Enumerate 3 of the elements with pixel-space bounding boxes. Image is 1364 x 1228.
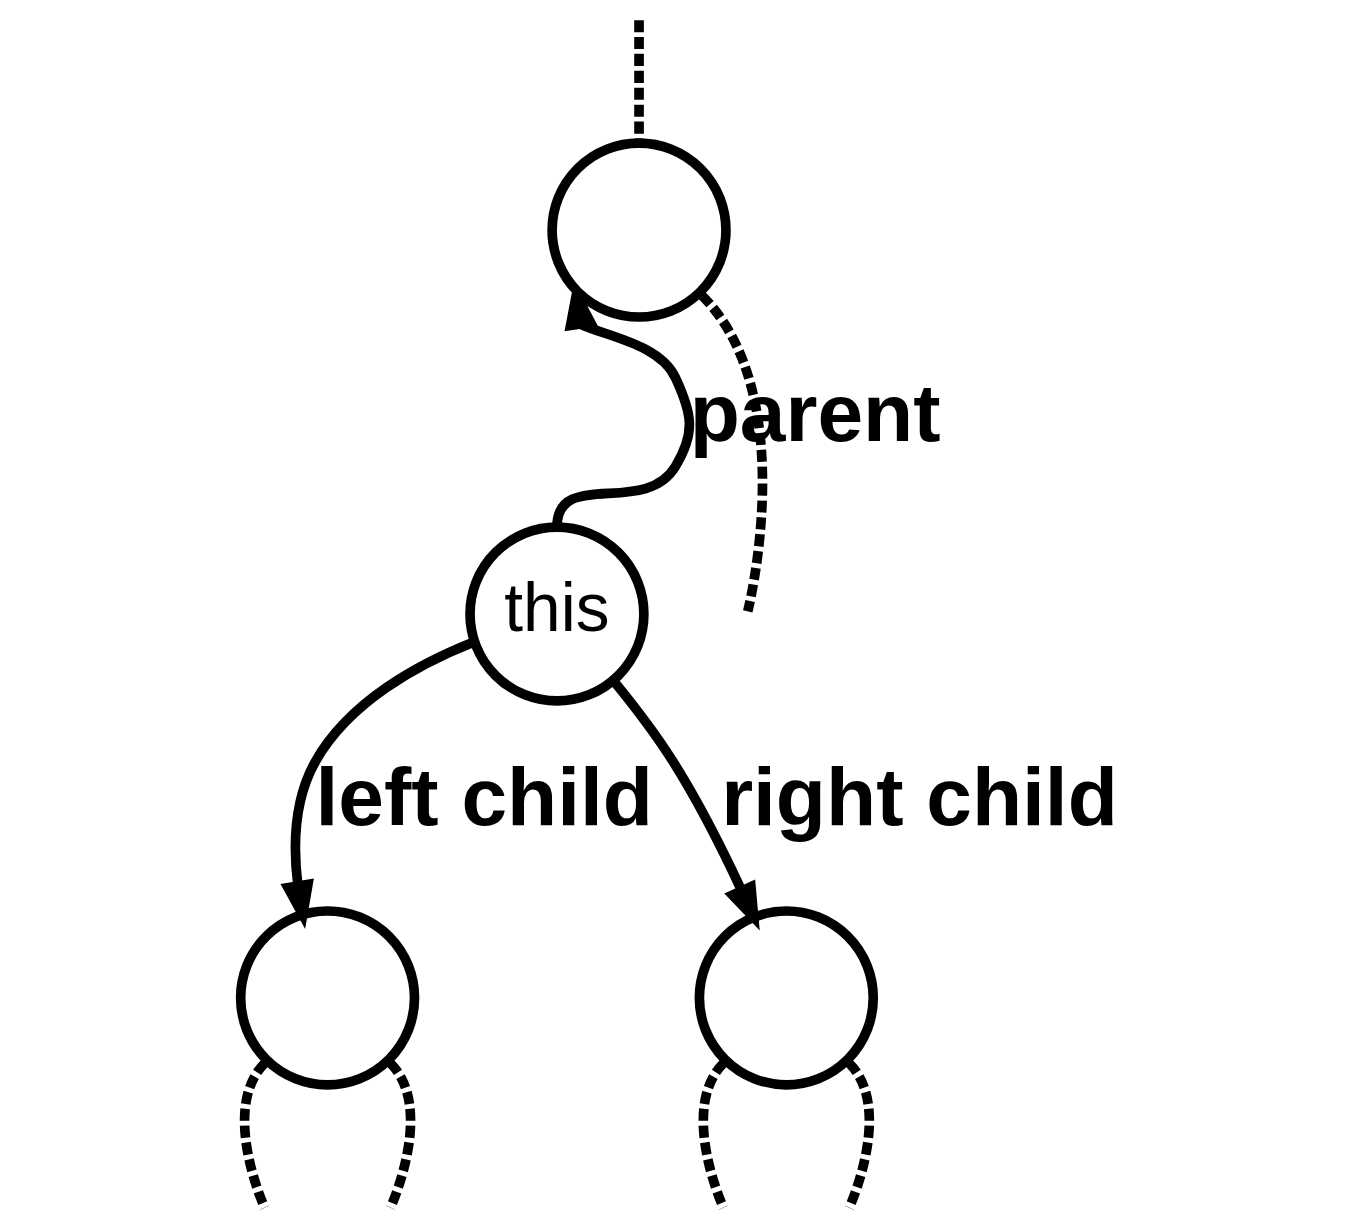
edge-label: left child [315, 750, 653, 842]
edge-label: parent [689, 366, 941, 458]
edge-label: right child [720, 750, 1118, 842]
